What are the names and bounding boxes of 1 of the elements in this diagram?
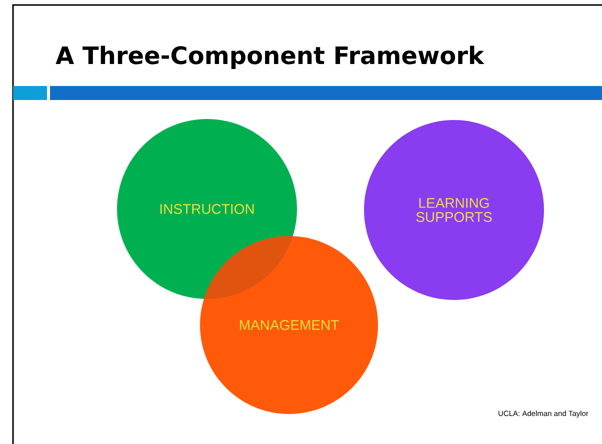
slide-title: A Three-Component Framework (56, 46, 484, 69)
